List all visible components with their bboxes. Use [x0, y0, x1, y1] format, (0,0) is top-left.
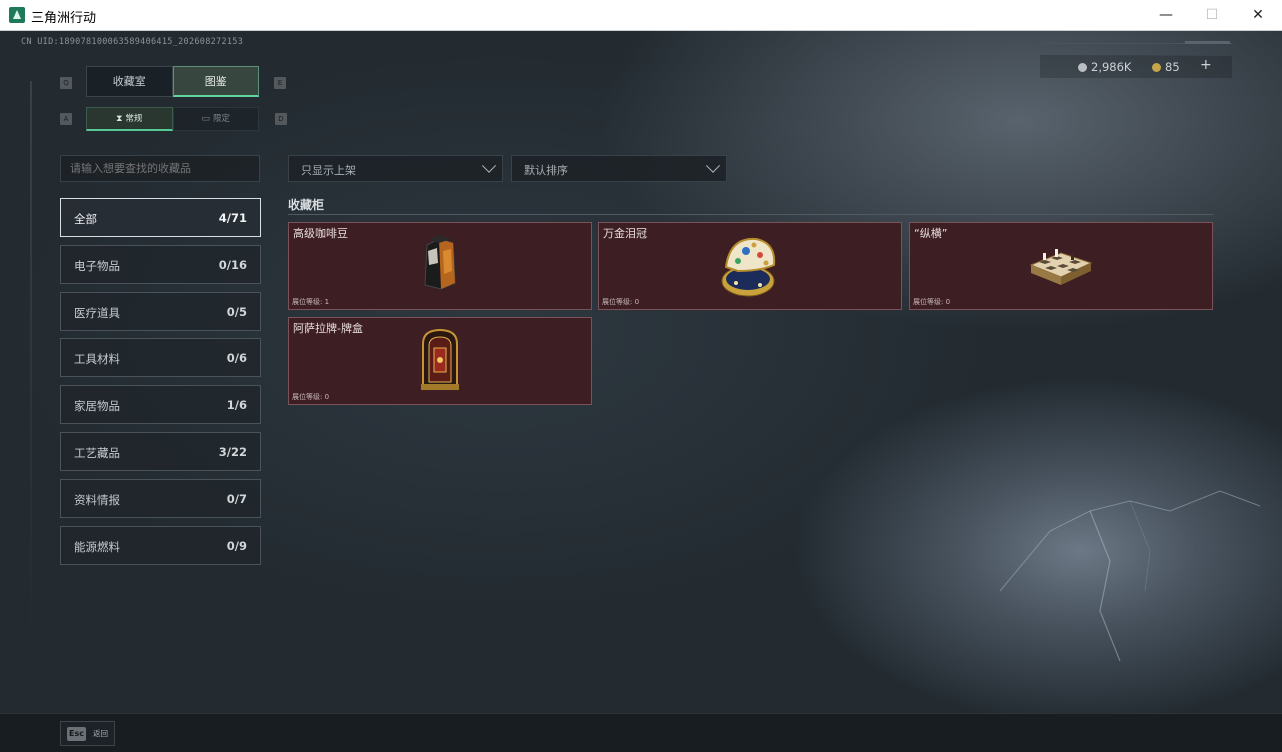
- category-medical[interactable]: 医疗道具 0/5: [60, 291, 261, 331]
- item-name: 高级咖啡豆: [293, 227, 348, 240]
- collection-item-card[interactable]: 高级咖啡豆 展位等级: 1: [288, 222, 592, 310]
- hourglass-icon: ⧗: [116, 114, 123, 124]
- app-logo-icon: [9, 7, 25, 23]
- category-label: 资料情报: [74, 492, 120, 507]
- subtab-regular-label: 常规: [125, 114, 143, 124]
- category-all[interactable]: 全部 4/71: [60, 198, 261, 237]
- chevron-down-icon: [705, 158, 721, 173]
- subtab-limited[interactable]: ▭限定: [172, 107, 259, 131]
- category-label: 家居物品: [74, 399, 120, 414]
- item-name: 阿萨拉牌-牌盒: [293, 322, 363, 335]
- category-electronics[interactable]: 电子物品 0/16: [60, 244, 261, 284]
- maximize-button[interactable]: ☐: [1205, 7, 1219, 23]
- cabinet-divider: [288, 214, 1214, 215]
- category-household[interactable]: 家居物品 1/6: [60, 385, 261, 425]
- gold-coin-icon: [1152, 63, 1161, 72]
- top-divider-accent: [1185, 41, 1230, 44]
- player-uid: CN UID:18907810006358940641​5_2026082721…: [21, 37, 244, 47]
- key-hint-d: D: [275, 113, 287, 125]
- tab-collection-room[interactable]: 收藏室: [86, 66, 173, 97]
- category-label: 医疗道具: [74, 305, 120, 320]
- category-intel[interactable]: 资料情报 0/7: [60, 478, 261, 518]
- collection-item-card[interactable]: 万金泪冠 展位等级: 0: [598, 222, 902, 310]
- shelf-filter-dropdown[interactable]: 只显示上架: [288, 155, 503, 182]
- minimize-button[interactable]: —: [1159, 7, 1173, 23]
- background-lightning-decoration: [999, 490, 1261, 662]
- back-label: 返回: [93, 729, 108, 738]
- category-count: 4/71: [218, 211, 247, 225]
- category-count: 0/9: [226, 538, 247, 553]
- category-count: 0/6: [226, 351, 247, 366]
- tab-catalog[interactable]: 图鉴: [172, 66, 259, 97]
- add-currency-button[interactable]: +: [1200, 57, 1212, 73]
- sort-dropdown[interactable]: 默认排序: [511, 155, 727, 182]
- cabinet-title: 收藏柜: [288, 198, 325, 212]
- item-level: 展位等级: 1: [292, 298, 330, 306]
- category-count: 0/7: [226, 491, 247, 506]
- close-button[interactable]: ✕: [1252, 7, 1264, 23]
- key-hint-e: E: [274, 77, 286, 89]
- gold-currency: 85: [1152, 60, 1180, 74]
- window-titlebar: 三角洲行动 — ☐ ✕: [0, 0, 1282, 31]
- card-box-icon: [421, 328, 459, 390]
- subtab-limited-label: 限定: [213, 114, 231, 124]
- category-label: 电子物品: [74, 258, 120, 273]
- top-divider: [1042, 43, 1232, 44]
- category-tools[interactable]: 工具材料 0/6: [60, 338, 261, 378]
- item-level: 展位等级: 0: [913, 298, 951, 306]
- category-count: 0/16: [218, 257, 247, 272]
- category-energy[interactable]: 能源燃料 0/9: [60, 525, 261, 565]
- back-button[interactable]: Esc 返回: [60, 721, 115, 746]
- game-screen: CN UID:18907810006358940641​5_2026082721…: [0, 31, 1282, 752]
- category-label: 全部: [74, 212, 97, 226]
- sub-tabs: ⧗常规 ▭限定: [86, 107, 259, 131]
- category-crafts[interactable]: 工艺藏品 3/22: [60, 431, 261, 471]
- currency-bar: 2,986K 85 +: [1040, 55, 1232, 78]
- search-input[interactable]: [60, 155, 260, 182]
- category-label: 工艺藏品: [74, 445, 120, 460]
- key-hint-a: A: [60, 113, 72, 125]
- sort-value: 默认排序: [524, 164, 568, 177]
- collection-item-card[interactable]: “纵横” 展位等级: 0: [909, 222, 1213, 310]
- silver-amount: 2,986K: [1091, 60, 1132, 74]
- item-level: 展位等级: 0: [292, 393, 330, 401]
- silver-currency: 2,986K: [1078, 60, 1131, 74]
- left-edge-decoration: [30, 81, 32, 641]
- item-name: 万金泪冠: [603, 227, 647, 240]
- silver-coin-icon: [1078, 63, 1087, 72]
- card-icon: ▭: [201, 114, 210, 124]
- esc-key-icon: Esc: [67, 727, 86, 741]
- item-name: “纵横”: [914, 227, 948, 240]
- window-title: 三角洲行动: [31, 11, 97, 26]
- main-tabs: 收藏室 图鉴: [86, 66, 259, 97]
- shelf-filter-value: 只显示上架: [301, 164, 356, 177]
- subtab-regular[interactable]: ⧗常规: [86, 107, 173, 131]
- item-level: 展位等级: 0: [602, 298, 640, 306]
- chessboard-icon: [1029, 249, 1093, 285]
- coffee-bag-icon: [424, 235, 456, 290]
- bottom-bar: Esc 返回: [0, 713, 1282, 752]
- chevron-down-icon: [481, 158, 497, 173]
- jeweled-egg-icon: [721, 237, 776, 297]
- category-count: 0/5: [226, 304, 247, 319]
- collection-item-card[interactable]: 阿萨拉牌-牌盒 展位等级: 0: [288, 317, 592, 405]
- gold-amount: 85: [1165, 60, 1180, 74]
- category-label: 能源燃料: [74, 539, 120, 554]
- category-count: 3/22: [218, 444, 247, 459]
- key-hint-q: Q: [60, 77, 72, 89]
- category-label: 工具材料: [74, 352, 120, 367]
- category-count: 1/6: [226, 398, 247, 413]
